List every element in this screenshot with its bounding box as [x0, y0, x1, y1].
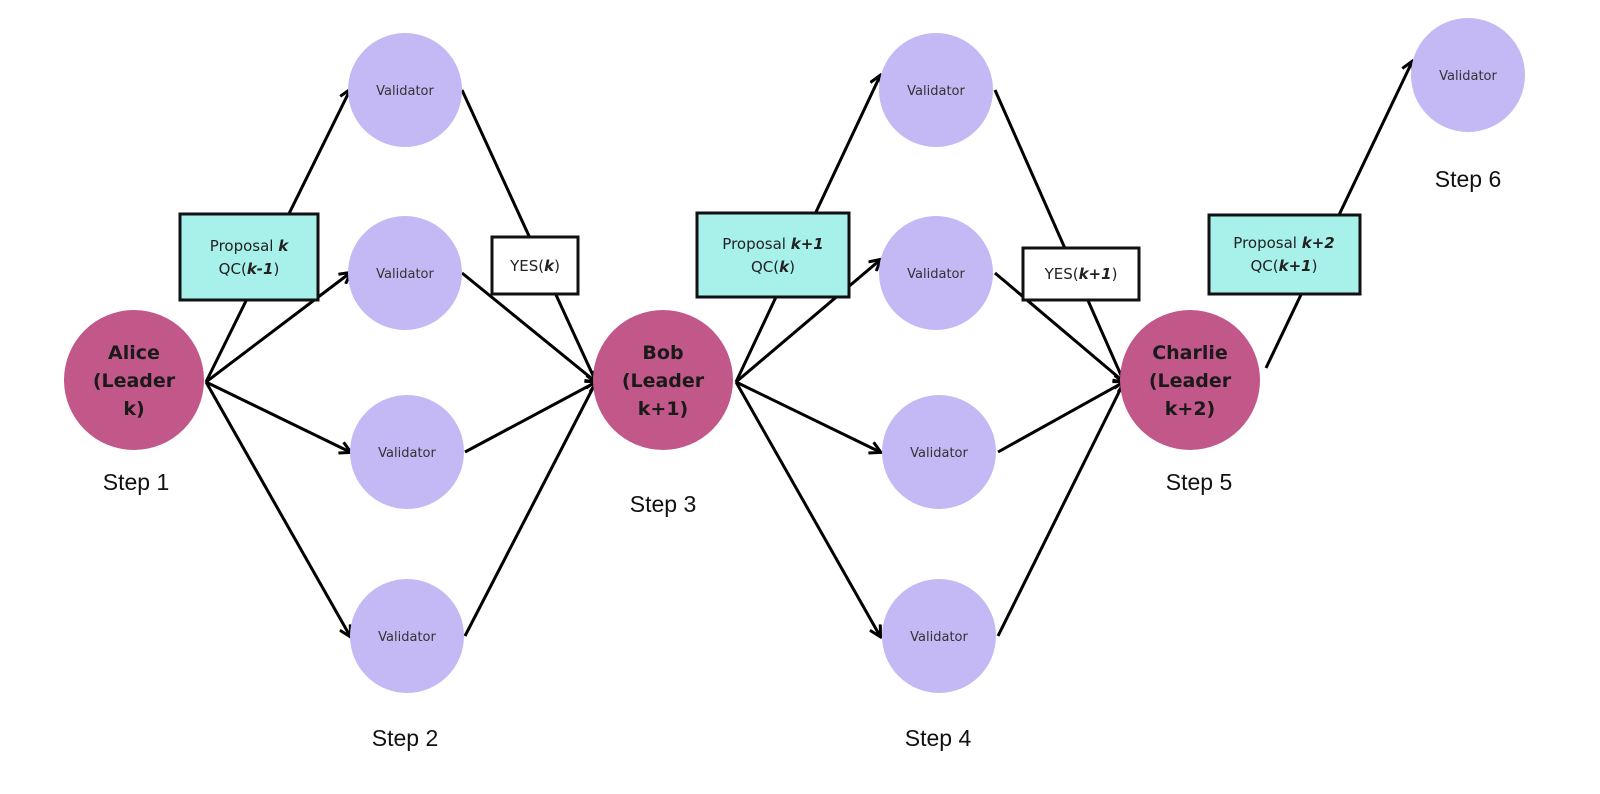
step-2-label: Step 2	[372, 725, 439, 751]
vote-box-1: YES(k)	[490, 235, 580, 296]
vote-2-label: YES(k+1)	[1044, 265, 1118, 283]
validator-node-4: Validator	[350, 579, 464, 693]
edge-validator-7-to-charlie	[997, 382, 1124, 454]
leader-charlie-term: k+2)	[1165, 398, 1215, 420]
edge-validator-4-to-bob	[463, 382, 596, 637]
edge-validator-6-to-charlie	[994, 271, 1124, 382]
leader-bob-term: k+1)	[638, 398, 688, 420]
proposal-box-3: Proposal k+2 QC(k+1)	[1207, 213, 1362, 296]
step-3-label: Step 3	[630, 491, 697, 517]
edge-bob-to-validator-8	[734, 381, 880, 636]
validator-8-label: Validator	[910, 630, 968, 645]
proposal-3-line-1: Proposal k+2	[1233, 234, 1334, 252]
validator-node-5: Validator	[879, 33, 993, 147]
vote-1-label: YES(k)	[509, 257, 560, 275]
leader-alice-name: Alice	[108, 342, 160, 364]
leader-bob-role: (Leader	[622, 370, 705, 392]
validator-4-label: Validator	[378, 630, 436, 645]
validator-3-label: Validator	[378, 446, 436, 461]
proposal-3-line-2: QC(k+1)	[1251, 257, 1318, 275]
validator-node-8: Validator	[882, 579, 996, 693]
validator-node-2: Validator	[348, 216, 462, 330]
edge-bob-to-validator-6	[735, 260, 880, 384]
validator-1-label: Validator	[376, 84, 434, 99]
proposal-box-1: Proposal k QC(k-1)	[178, 212, 320, 302]
edge-alice-to-validator-2	[205, 273, 350, 384]
proposal-1-line-2: QC(k-1)	[219, 260, 280, 278]
validator-6-label: Validator	[907, 267, 965, 282]
edge-alice-to-validator-3	[205, 380, 350, 452]
validator-9-label: Validator	[1439, 69, 1497, 84]
edge-bob-to-validator-7	[735, 380, 880, 452]
leader-node-alice: Alice (Leader k)	[64, 310, 204, 450]
edge-validator-2-to-bob	[461, 271, 596, 382]
proposal-2-line-1: Proposal k+1	[722, 235, 823, 253]
validator-node-1: Validator	[348, 33, 462, 147]
validator-node-6: Validator	[879, 216, 993, 330]
leader-bob-name: Bob	[642, 342, 683, 364]
leader-charlie-role: (Leader	[1149, 370, 1232, 392]
step-1-label: Step 1	[103, 469, 170, 495]
validator-5-label: Validator	[907, 84, 965, 99]
proposal-2-line-2: QC(k)	[751, 258, 795, 276]
edge-validator-3-to-bob	[464, 382, 596, 454]
leader-node-charlie: Charlie (Leader k+2)	[1120, 310, 1260, 450]
step-4-label: Step 4	[905, 725, 972, 751]
step-6-label: Step 6	[1435, 166, 1502, 192]
leader-node-bob: Bob (Leader k+1)	[593, 310, 733, 450]
validator-node-9: Validator	[1411, 18, 1525, 132]
leader-alice-role: (Leader	[93, 370, 176, 392]
vote-box-2: YES(k+1)	[1021, 246, 1141, 302]
edge-validator-8-to-charlie	[996, 382, 1124, 637]
edge-alice-to-validator-4	[204, 381, 350, 636]
edge-validator-5-to-charlie	[993, 89, 1124, 382]
leader-alice-term: k)	[123, 398, 144, 420]
validator-2-label: Validator	[376, 267, 434, 282]
step-5-label: Step 5	[1166, 469, 1233, 495]
validator-node-7: Validator	[882, 395, 996, 509]
validator-node-3: Validator	[350, 395, 464, 509]
proposal-1-line-1: Proposal k	[210, 237, 289, 255]
leader-charlie-name: Charlie	[1152, 342, 1228, 364]
validator-7-label: Validator	[910, 446, 968, 461]
proposal-box-2: Proposal k+1 QC(k)	[695, 211, 851, 299]
